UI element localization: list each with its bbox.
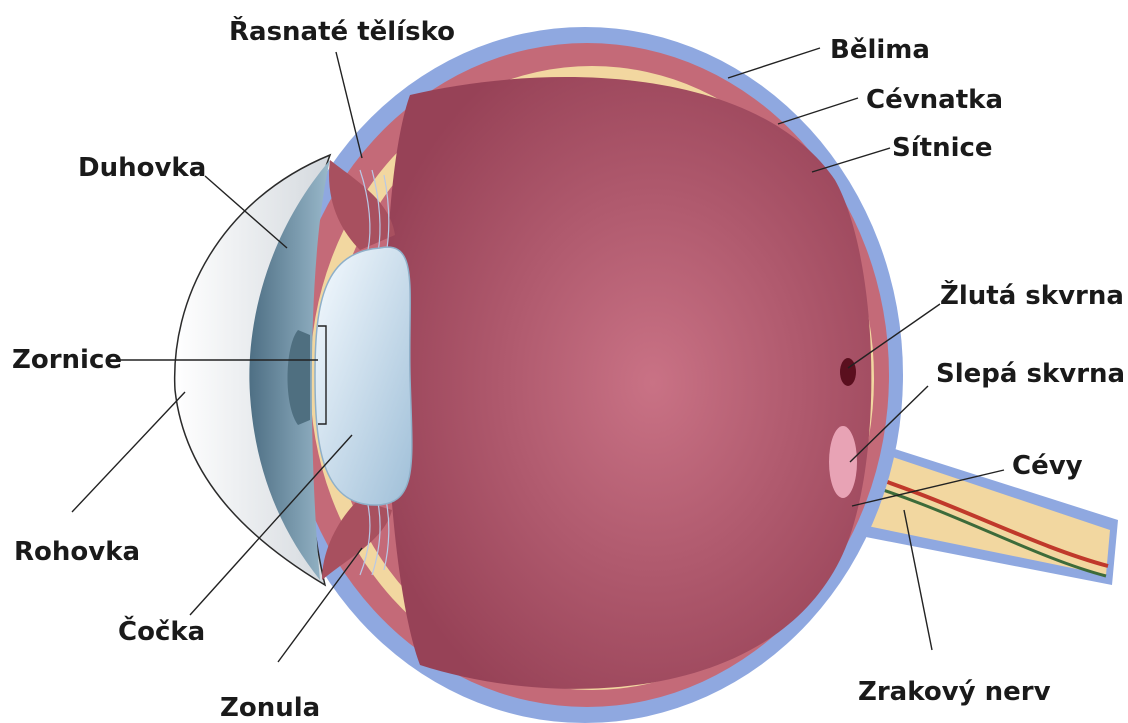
label-zonula: Zonula: [220, 693, 320, 723]
label-cornea: Rohovka: [14, 537, 140, 567]
label-blind-spot: Slepá skvrna: [936, 359, 1125, 389]
label-retina: Sítnice: [892, 133, 993, 163]
label-iris: Duhovka: [78, 153, 206, 183]
label-lens: Čočka: [118, 615, 205, 647]
label-choroid: Cévnatka: [866, 85, 1003, 115]
label-macula: Žlutá skvrna: [940, 279, 1124, 311]
lens: [315, 247, 412, 505]
label-sclera: Bělima: [830, 35, 930, 65]
blind-spot: [829, 426, 857, 498]
label-vessels: Cévy: [1012, 451, 1083, 481]
vitreous-body: [385, 77, 871, 689]
label-ciliary-body: Řasnaté tělísko: [229, 15, 455, 47]
label-optic-nerve: Zrakový nerv: [858, 677, 1051, 707]
label-pupil: Zornice: [12, 345, 122, 375]
macula: [840, 358, 856, 386]
